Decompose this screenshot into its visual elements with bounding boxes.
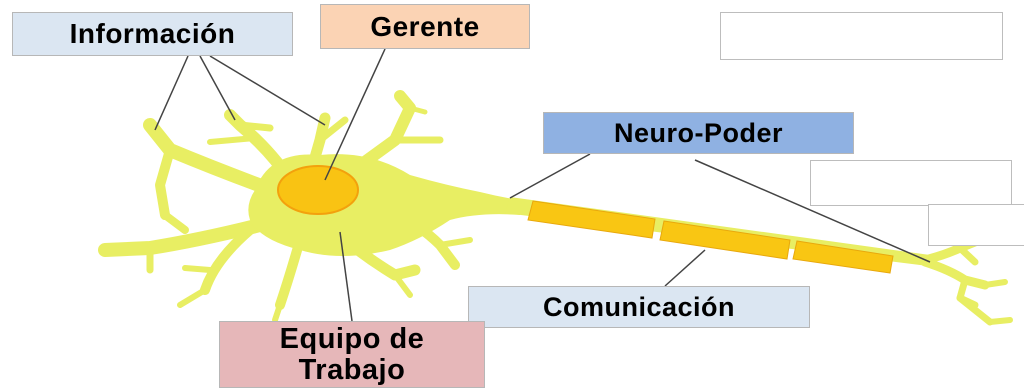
nucleus [278,166,358,214]
label-gerente: Gerente [320,4,530,49]
axon-terminals [925,238,1010,322]
connector-info-1 [155,56,188,130]
label-neuro-poder: Neuro-Poder [543,112,854,154]
label-comunicacion: Comunicación [468,286,810,328]
label-equipo-line2: Trabajo [299,355,406,385]
blank-box-top [720,12,1003,60]
connector-info-2 [200,56,235,120]
label-equipo-de-trabajo: Equipo de Trabajo [219,321,485,388]
blank-box-right-1 [810,160,1012,206]
blank-box-right-2 [928,204,1024,246]
label-equipo-line1: Equipo de [280,324,425,354]
label-informacion: Información [12,12,293,56]
connector-neuro-1 [510,154,590,198]
connector-comunicacion [665,250,705,286]
myelin-sheath [528,201,893,273]
